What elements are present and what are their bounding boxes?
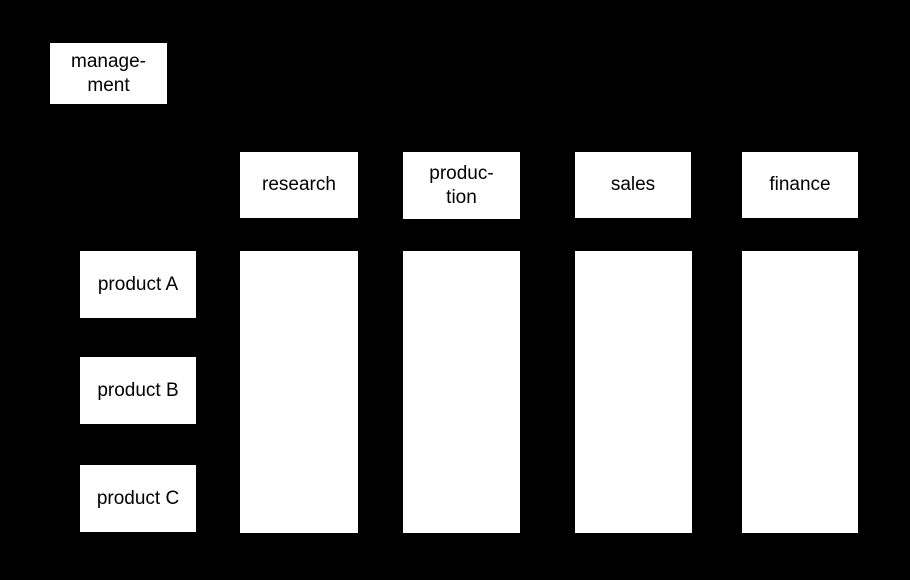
department-header-finance: finance (742, 152, 858, 218)
product-label-b: product B (80, 357, 196, 424)
management-box: manage- ment (50, 43, 167, 104)
matrix-column-research (240, 251, 358, 533)
matrix-column-finance (742, 251, 858, 533)
matrix-column-production (403, 251, 520, 533)
product-label-a: product A (80, 251, 196, 318)
matrix-column-sales (575, 251, 692, 533)
department-header-production: produc- tion (403, 152, 520, 219)
product-label-c: product C (80, 465, 196, 532)
department-header-research: research (240, 152, 358, 218)
department-header-sales: sales (575, 152, 691, 218)
